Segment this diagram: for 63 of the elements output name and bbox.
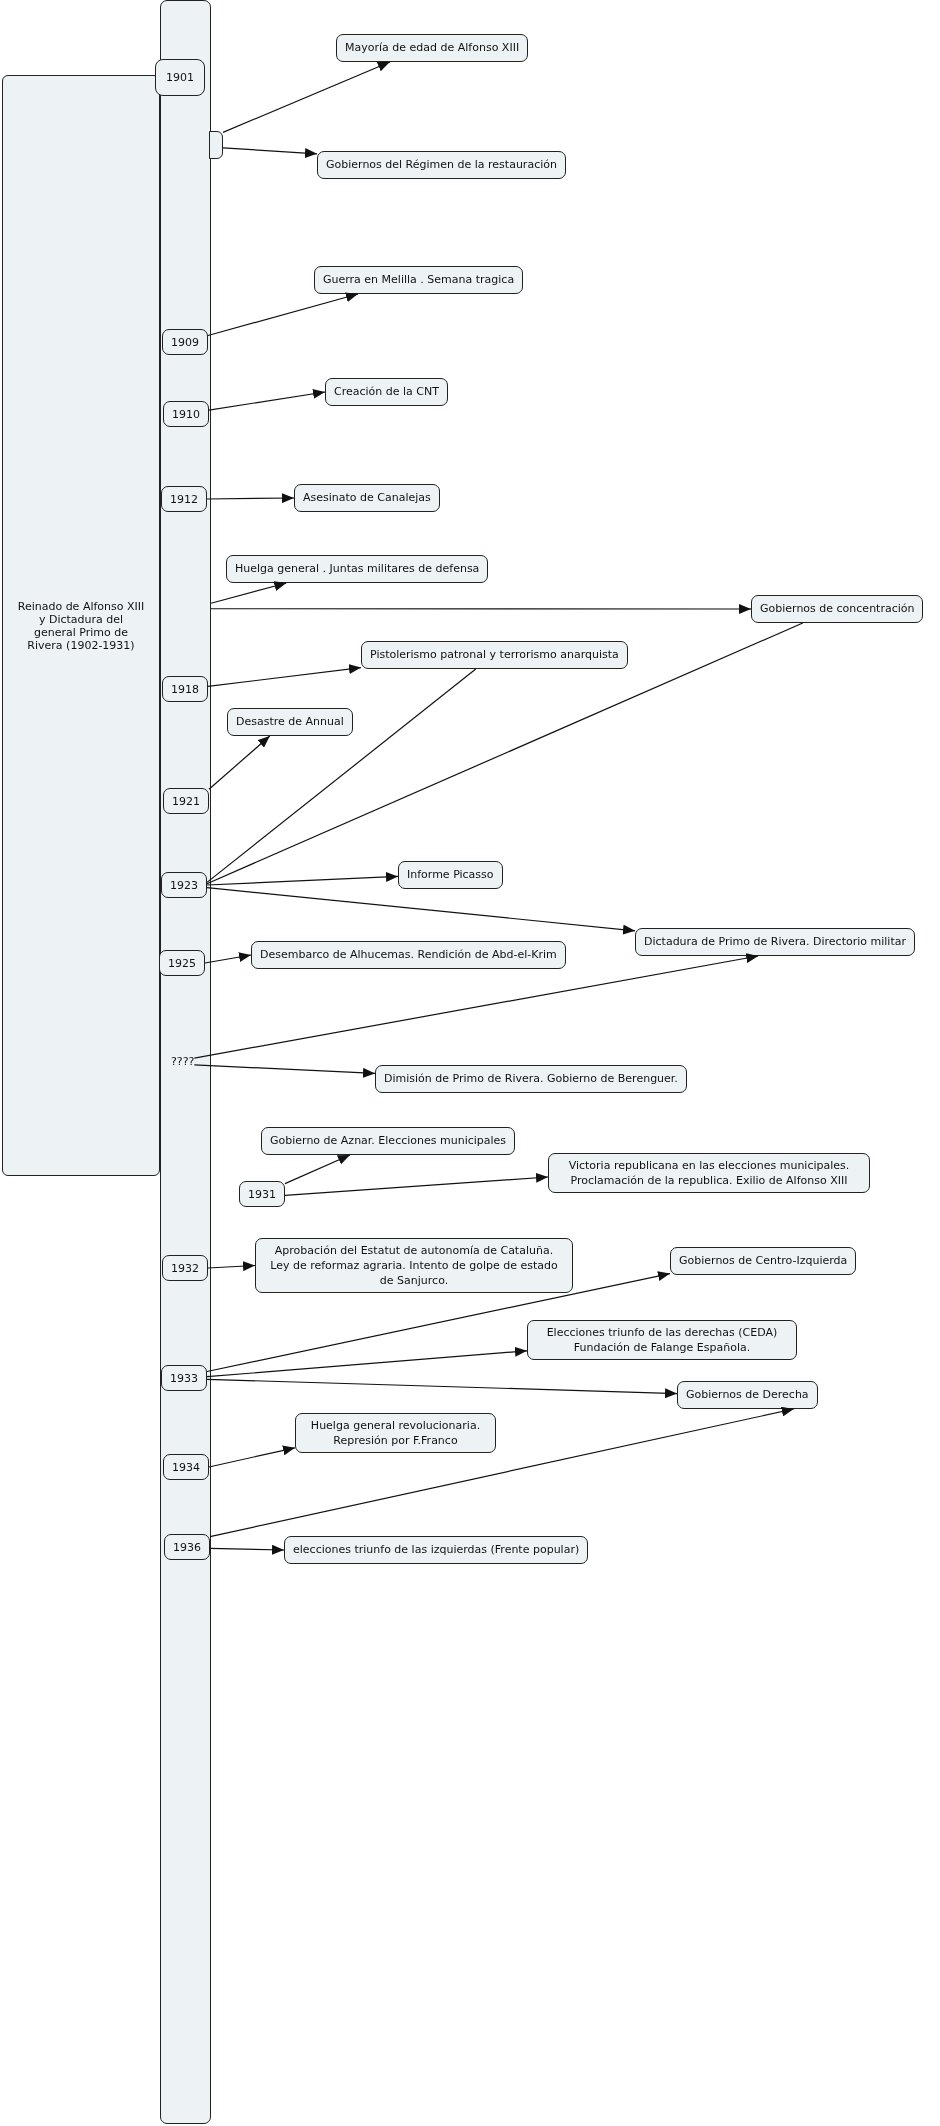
connector-line [206, 668, 477, 883]
year-box: 1936 [164, 1534, 210, 1560]
event-box: Gobiernos de Centro-Izquierda [670, 1247, 857, 1275]
arrow [222, 147, 318, 159]
event-box: Huelga general . Juntas militares de defensa [226, 555, 489, 583]
event-box: Dictadura de Primo de Rivera. Directorio militar [635, 928, 915, 956]
arrow [222, 61, 391, 133]
year-box: 1909 [162, 329, 208, 355]
event-box: Guerra en Melilla . Semana tragica [314, 266, 524, 294]
arrow [206, 1271, 671, 1373]
event-box: Gobiernos de Derecha [677, 1381, 818, 1409]
arrow [284, 1154, 351, 1185]
arrow [208, 735, 271, 790]
event-box: Dimisión de Primo de Rivera. Gobierno de Berenguer. [375, 1065, 687, 1093]
year-box: 1912 [161, 486, 207, 512]
arrow [208, 388, 326, 411]
arrow [210, 604, 752, 614]
arrow [207, 664, 362, 687]
arrow [206, 1378, 678, 1399]
arrow [209, 1544, 285, 1555]
small-tab [209, 131, 223, 159]
event-box: Gobierno de Aznar. Elecciones municipales [261, 1127, 516, 1155]
event-box: Victoria republicana en las elecciones municipales. Proclamación de la republica. Exilio de Alfonso XIII [548, 1153, 870, 1193]
year-box: 1910 [163, 401, 209, 427]
event-box: Informe Picasso [398, 861, 503, 889]
arrow [284, 1172, 549, 1196]
event-box: Mayoría de edad de Alfonso XIII [336, 34, 529, 62]
arrow [210, 581, 287, 604]
year-box: 1923 [161, 872, 207, 898]
year-box: 1933 [161, 1365, 207, 1391]
year-box: 1918 [162, 676, 208, 702]
arrow [193, 1064, 376, 1078]
connector-line [206, 622, 804, 885]
event-box: elecciones triunfo de las izquierdas (Frente popular) [284, 1536, 589, 1564]
arrow [193, 953, 759, 1059]
arrow [206, 493, 295, 504]
arrow [206, 871, 399, 886]
arrow [207, 292, 359, 337]
arrow [207, 1261, 256, 1272]
event-box: Pistolerismo patronal y terrorismo anarquista [361, 641, 628, 669]
year-box: 1931 [239, 1181, 285, 1207]
event-box: Creación de la CNT [325, 378, 448, 406]
arrow [208, 1445, 296, 1468]
year-label: ???? [171, 1053, 195, 1070]
arrow [206, 1346, 528, 1378]
event-box: Desastre de Annual [227, 708, 353, 736]
event-box: Desembarco de Alhucemas. Rendición de Abd-el-Krim [251, 941, 566, 969]
arrow [206, 887, 636, 935]
arrow [204, 952, 252, 964]
year-box: 1921 [163, 788, 209, 814]
arrow [209, 1406, 795, 1538]
event-box: Aprobación del Estatut de autonomía de Cataluña. Ley de reformaz agraria. Intento de golpe de estado de Sanjurco. [255, 1238, 573, 1293]
event-box: Gobiernos del Régimen de la restauración [317, 151, 566, 179]
period-box: Reinado de Alfonso XIII y Dictadura del general Primo de Rivera (1902-1931) [2, 75, 160, 1176]
year-box: 1901 [155, 59, 205, 96]
event-box: Huelga general revolucionaria. Represión por F.Franco [295, 1413, 496, 1453]
event-box: Elecciones triunfo de las derechas (CEDA) Fundación de Falange Española. [527, 1320, 797, 1360]
year-box: 1925 [159, 950, 205, 976]
year-box: 1934 [163, 1454, 209, 1480]
event-box: Gobiernos de concentración [751, 595, 924, 623]
event-box: Asesinato de Canalejas [294, 484, 440, 512]
year-box: 1932 [162, 1255, 208, 1281]
timeline-bar [160, 0, 211, 2124]
